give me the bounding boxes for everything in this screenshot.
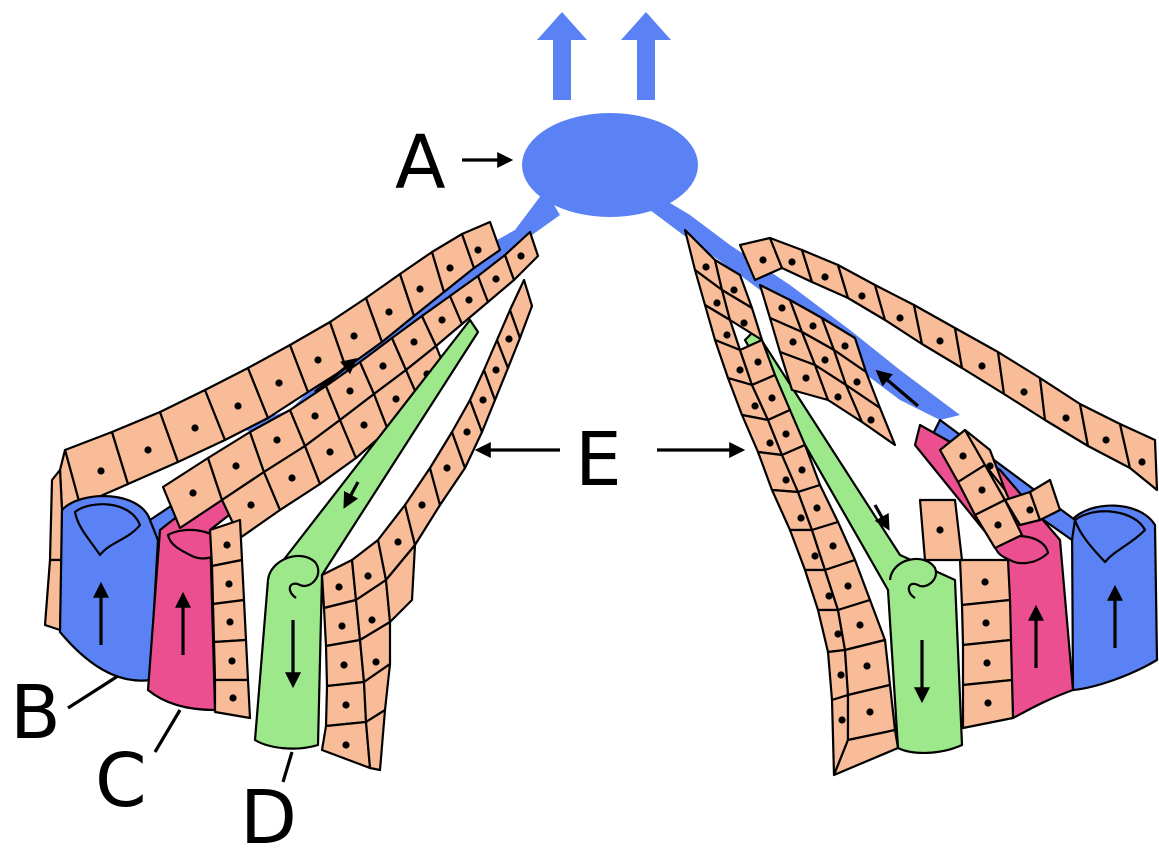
label-d: D <box>240 775 297 850</box>
label-a: A <box>395 120 446 206</box>
label-c: C <box>95 738 147 824</box>
label-e: E <box>575 417 622 503</box>
reservoir-a <box>522 113 698 217</box>
label-b: B <box>10 670 61 756</box>
outflow-arrow-left <box>537 12 587 100</box>
right-wing <box>685 230 1157 775</box>
left-wing <box>45 222 538 770</box>
left-column-cells-cd <box>210 520 250 718</box>
outflow-arrows <box>537 12 671 100</box>
outflow-arrow-right <box>621 12 671 100</box>
